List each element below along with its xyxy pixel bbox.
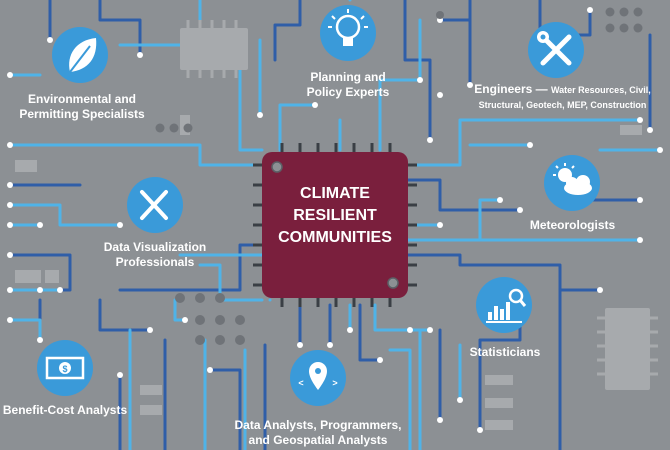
label-benefit-cost: Benefit-Cost Analysts [2, 403, 128, 417]
chart-magnifier-icon [476, 277, 532, 333]
label-planning-line-2: Policy Experts [306, 85, 390, 99]
banknote-icon: $ [37, 340, 93, 396]
svg-text:<: < [298, 378, 303, 388]
label-environmental: Environmental and Permitting Specialists [12, 92, 152, 122]
pencil-brush-icon [127, 177, 183, 233]
dark-traces [8, 0, 652, 450]
label-planning: Planning and Policy Experts [298, 70, 398, 100]
label-meteorologists: Meteorologists [529, 218, 616, 232]
chip-screw-bottom-right [387, 277, 399, 289]
label-data-analysts: Data Analysts, Programmers, and Geospati… [233, 418, 403, 448]
svg-text:>: > [332, 378, 337, 388]
label-engineers: Engineers — Water Resources, Civil, Stru… [470, 82, 655, 113]
label-engineers-sub-2: Structural, Geotech, MEP, Construction [478, 100, 647, 110]
chip-pins [253, 143, 417, 307]
label-environmental-line-1: Environmental and [27, 92, 137, 106]
light-traces [8, 0, 662, 450]
label-engineers-title: Engineers — [474, 82, 548, 96]
label-dataviz: Data Visualization Professionals [95, 240, 215, 270]
chip-title-line-3: COMMUNITIES [278, 229, 392, 246]
label-engineers-sub-1: Water Resources, Civil, [551, 85, 651, 95]
lightbulb-icon [320, 5, 376, 61]
leaf-icon [52, 27, 108, 83]
chip-title-line-1: CLIMATE [300, 185, 370, 202]
label-dataviz-line-1: Data Visualization [103, 240, 207, 254]
sun-cloud-icon [544, 155, 600, 211]
wrench-screwdriver-icon [528, 22, 584, 78]
chip-body [262, 152, 408, 298]
label-data-analysts-line-1: Data Analysts, Programmers, [234, 418, 402, 432]
map-pin-code-icon: < > [290, 350, 346, 406]
svg-text:$: $ [62, 364, 67, 374]
right-ic-component [597, 308, 658, 390]
chip-screw-top-left [271, 161, 283, 173]
top-ic-component [180, 20, 248, 78]
label-data-analysts-line-2: and Geospatial Analysts [248, 433, 388, 447]
small-components [15, 115, 642, 430]
label-environmental-line-2: Permitting Specialists [19, 107, 145, 121]
label-dataviz-line-2: Professionals [115, 255, 195, 269]
chip-title-line-2: RESILIENT [293, 207, 377, 224]
chip-title: CLIMATE RESILIENT COMMUNITIES [262, 183, 408, 249]
label-planning-line-1: Planning and [310, 70, 386, 84]
dot-clusters [155, 7, 643, 345]
label-statisticians: Statisticians [469, 345, 541, 359]
